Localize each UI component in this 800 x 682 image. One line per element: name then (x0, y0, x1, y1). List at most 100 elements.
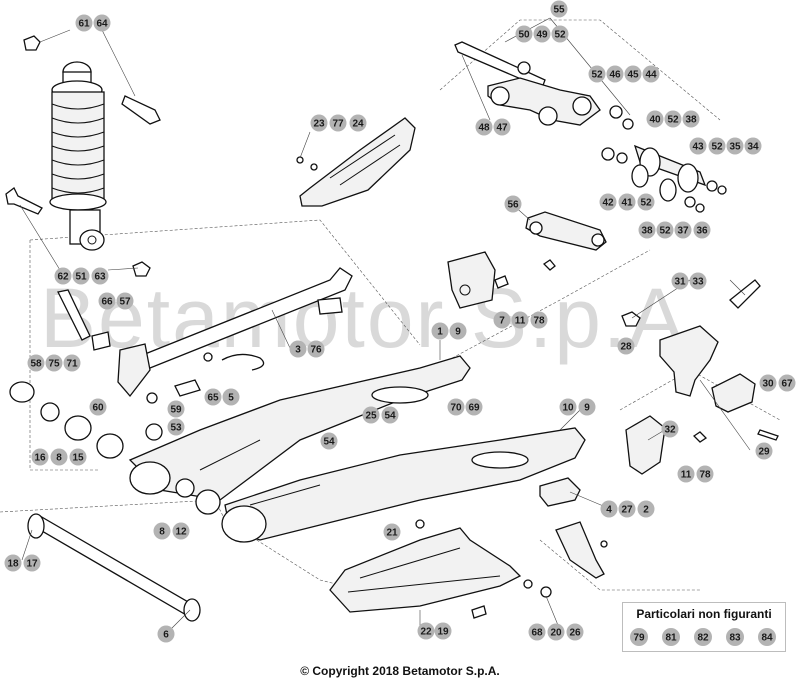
callout-number: 2 (643, 505, 649, 516)
callout-number: 40 (649, 115, 661, 126)
callout-circle (624, 65, 642, 83)
callout-number: 57 (119, 297, 131, 308)
callout-circle (493, 118, 511, 136)
callout-circle (4, 554, 22, 572)
callout-circle (289, 340, 307, 358)
callout-47: 47 (493, 118, 511, 136)
small-brackets (57, 289, 265, 398)
callout-circle (204, 388, 222, 406)
callout-20: 20 (547, 623, 565, 641)
callout-57: 57 (116, 292, 134, 310)
callout-circle (434, 622, 452, 640)
chain-guard-upper (296, 117, 416, 207)
callout-circle (93, 14, 111, 32)
callout-circle (533, 25, 551, 43)
callout-number: 52 (591, 70, 603, 81)
callout-number: 37 (677, 226, 689, 237)
callout-circle (693, 221, 711, 239)
callout-number: 1 (437, 327, 443, 338)
callout-37: 37 (674, 221, 692, 239)
callout-number: 52 (667, 115, 679, 126)
callout-21: 21 (383, 523, 401, 541)
callout-circle (600, 500, 618, 518)
callout-number: 16 (34, 453, 46, 464)
callout-number: 67 (781, 379, 793, 390)
callout-number: 66 (101, 297, 113, 308)
callout-18: 18 (4, 554, 22, 572)
callout-number: 47 (496, 123, 508, 134)
callout-circle (307, 340, 325, 358)
callout-circle (31, 448, 49, 466)
callout-46: 46 (606, 65, 624, 83)
callout-48: 48 (475, 118, 493, 136)
callout-circle (383, 523, 401, 541)
callout-number: 15 (72, 453, 84, 464)
legend-callout-83: 83 (726, 628, 744, 646)
callout-number: 45 (627, 70, 639, 81)
callout-number: 48 (478, 123, 490, 134)
callout-number: 78 (699, 470, 711, 481)
callout-circle (726, 628, 744, 646)
callout-circle (98, 292, 116, 310)
callout-16: 16 (31, 448, 49, 466)
callout-55: 55 (550, 0, 568, 18)
callout-number: 6 (163, 630, 169, 641)
callout-circle (671, 272, 689, 290)
callout-circle (89, 398, 107, 416)
callout-43: 43 (689, 137, 707, 155)
callout-number: 58 (30, 359, 42, 370)
callout-52: 52 (664, 110, 682, 128)
callout-number: 30 (762, 379, 774, 390)
linkage-rocker (454, 41, 634, 130)
callout-22: 22 (417, 622, 435, 640)
callout-54: 54 (381, 406, 399, 424)
callout-4: 4 (600, 500, 618, 518)
callout-9: 9 (578, 398, 596, 416)
callout-number: 50 (518, 30, 530, 41)
callout-24: 24 (349, 114, 367, 132)
callout-circle (530, 311, 548, 329)
callout-number: 38 (685, 115, 697, 126)
callout-circle (447, 398, 465, 416)
callout-number: 36 (696, 226, 708, 237)
callout-52: 52 (551, 25, 569, 43)
callout-circle (638, 221, 656, 239)
callout-34: 34 (744, 137, 762, 155)
callout-circle (54, 267, 72, 285)
callout-number: 28 (620, 342, 632, 353)
callout-number: 52 (711, 142, 723, 153)
callout-circle (153, 522, 171, 540)
callout-circle (157, 625, 175, 643)
callout-circle (75, 14, 93, 32)
callout-circle (465, 398, 483, 416)
copyright-footer: © Copyright 2018 Betamotor S.p.A. (300, 664, 500, 678)
callout-70: 70 (447, 398, 465, 416)
callout-circle (696, 465, 714, 483)
callout-28: 28 (617, 337, 635, 355)
callout-circle (50, 448, 68, 466)
callout-54: 54 (320, 432, 338, 450)
callout-number: 60 (92, 403, 104, 414)
callout-circle (515, 25, 533, 43)
callout-number: 29 (758, 447, 770, 458)
callout-11: 11 (511, 311, 529, 329)
callout-number: 9 (584, 403, 590, 414)
callout-63: 63 (91, 267, 109, 285)
callout-circle (320, 432, 338, 450)
callout-circle (646, 110, 664, 128)
shock-bottom-bolt (5, 187, 151, 277)
bracket-plate (447, 251, 556, 309)
callout-number: 81 (665, 633, 677, 644)
callout-8: 8 (50, 448, 68, 466)
callout-29: 29 (755, 442, 773, 460)
callout-circle (588, 65, 606, 83)
callout-circle (167, 418, 185, 436)
callout-number: 61 (78, 19, 90, 30)
callout-38: 38 (638, 221, 656, 239)
callout-38: 38 (682, 110, 700, 128)
callout-49: 49 (533, 25, 551, 43)
callout-circle (630, 628, 648, 646)
callout-number: 59 (170, 405, 182, 416)
callout-number: 77 (332, 119, 344, 130)
